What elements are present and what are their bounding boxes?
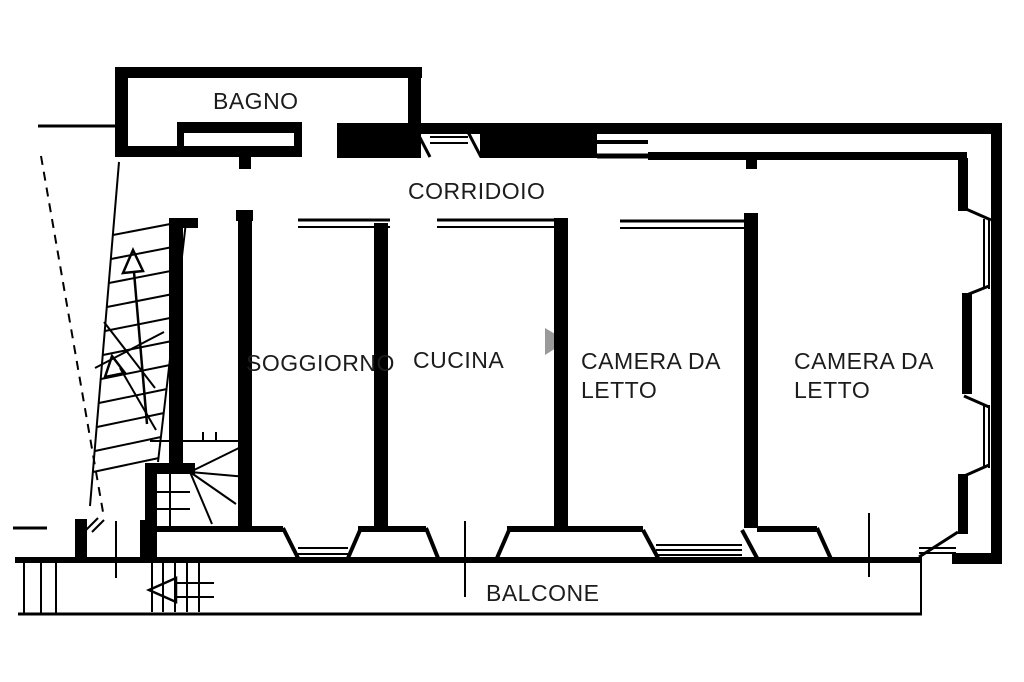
- openings-and-windows: [281, 131, 992, 560]
- site-context-lines: [13, 124, 922, 616]
- wall-soggiorno-cucina: [374, 223, 388, 528]
- window-bottom-right: [918, 530, 959, 559]
- room-label-camera1-line1: CAMERA DA: [581, 348, 721, 374]
- wall-soggiorno-left: [238, 210, 252, 528]
- walls: [15, 67, 1002, 564]
- window-right-1: [963, 207, 992, 298]
- wall-camera1-camera2: [744, 213, 758, 528]
- top-exterior-wall: [337, 123, 1002, 134]
- room-label-camera2-line2: LETTO: [794, 377, 870, 403]
- stair-up-arrow-shaft: [132, 271, 149, 425]
- room-label-soggiorno: SOGGIORNO: [246, 350, 395, 376]
- wall-cucina-camera1: [554, 218, 568, 528]
- window-right-2: [961, 394, 990, 479]
- right-exterior-wall: [991, 123, 1002, 564]
- room-label-corridoio: CORRIDOIO: [408, 178, 545, 204]
- bottom-wall: [15, 557, 922, 563]
- balcony-door-thresholds: [281, 527, 833, 560]
- bagno-top-wall: [115, 67, 422, 78]
- room-label-bagno: BAGNO: [213, 88, 299, 114]
- bagno-door-tick: [239, 157, 251, 169]
- room-label-camera2-line1: CAMERA DA: [794, 348, 934, 374]
- room-label-balcone: BALCONE: [486, 580, 599, 606]
- corridor-partition-lines: [298, 218, 744, 229]
- window-top: [597, 140, 648, 159]
- room-label-camera1-line2: LETTO: [581, 377, 657, 403]
- room-label-cucina: CUCINA: [413, 347, 504, 373]
- staircase: [85, 161, 248, 612]
- stair-up-arrow-head: [121, 246, 145, 275]
- room-labels: BAGNO CORRIDOIO SOGGIORNO CUCINA CAMERA …: [213, 88, 934, 606]
- stair-down-arrow-head: [145, 576, 178, 604]
- wall-stairwell: [169, 218, 183, 463]
